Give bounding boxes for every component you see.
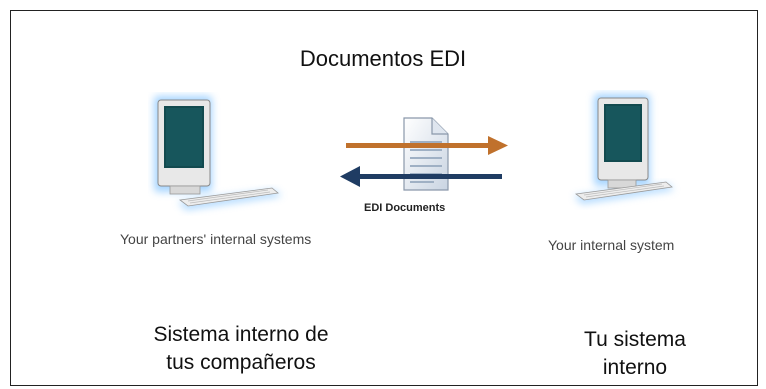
right-caption-english: Your internal system xyxy=(548,237,675,253)
left-computer-icon xyxy=(154,96,282,210)
left-caption-spanish-line2: tus compañeros xyxy=(166,351,316,374)
diagram-title: Documentos EDI xyxy=(299,46,467,71)
edi-documents-label: EDI Documents xyxy=(364,202,446,214)
left-caption-spanish: Sistema interno de tus compañeros xyxy=(96,321,386,377)
right-computer-icon xyxy=(574,94,674,204)
right-caption-spanish-line2: interno xyxy=(602,356,668,379)
right-caption-spanish: Tu sistema interno xyxy=(540,326,730,382)
left-caption-spanish-line1: Sistema interno de xyxy=(153,323,329,346)
arrow-left-icon xyxy=(340,166,502,187)
left-caption-english: Your partners' internal systems xyxy=(120,231,312,247)
arrow-right-icon xyxy=(346,136,508,155)
diagram-frame xyxy=(10,10,758,386)
right-caption-spanish-line1: Tu sistema xyxy=(584,328,686,351)
